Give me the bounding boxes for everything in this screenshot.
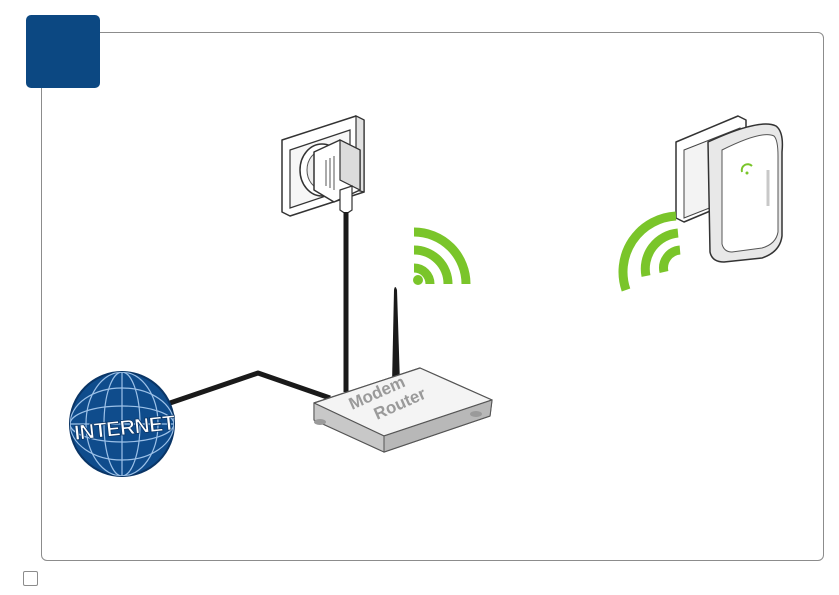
wifi-signal-icon xyxy=(623,216,680,290)
globe-icon: INTERNET xyxy=(70,372,177,476)
router-icon: Modem Router xyxy=(314,368,492,452)
internet-cable xyxy=(170,373,330,403)
wifi-signal-icon xyxy=(413,232,466,285)
wifi-repeater-icon xyxy=(676,116,782,262)
antenna-icon xyxy=(392,287,400,384)
